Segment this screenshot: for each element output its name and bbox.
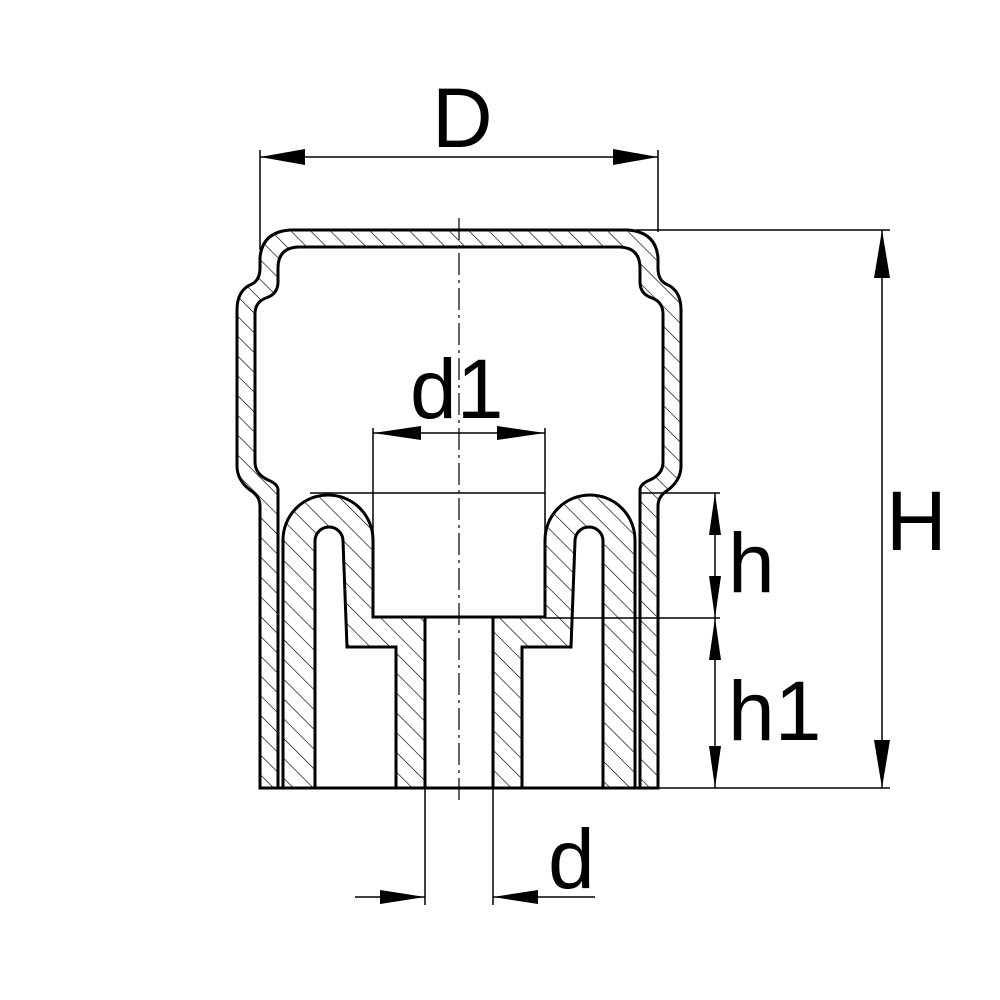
arrow-icon [709, 576, 721, 618]
dimension-arrows [260, 149, 890, 904]
label-d: d [548, 812, 595, 906]
label-D: D [432, 71, 493, 165]
arrow-icon [874, 230, 890, 278]
label-h1: h1 [728, 664, 821, 758]
label-H: H [886, 474, 947, 568]
dimension-lines [259, 150, 890, 905]
left-slot [313, 525, 398, 790]
arrow-icon [373, 426, 421, 440]
arrow-icon [709, 746, 721, 788]
arrow-icon [709, 618, 721, 660]
label-h: h [728, 516, 775, 610]
arrow-icon [260, 149, 305, 165]
arrow-icon [874, 740, 890, 788]
right-slot [520, 525, 605, 790]
arrow-icon [493, 890, 538, 904]
arrow-icon [380, 890, 425, 904]
arrow-icon [709, 493, 721, 535]
arrow-icon [613, 149, 658, 165]
outer-shell [235, 228, 683, 790]
label-d1: d1 [410, 342, 503, 436]
arrow-icon [497, 426, 545, 440]
